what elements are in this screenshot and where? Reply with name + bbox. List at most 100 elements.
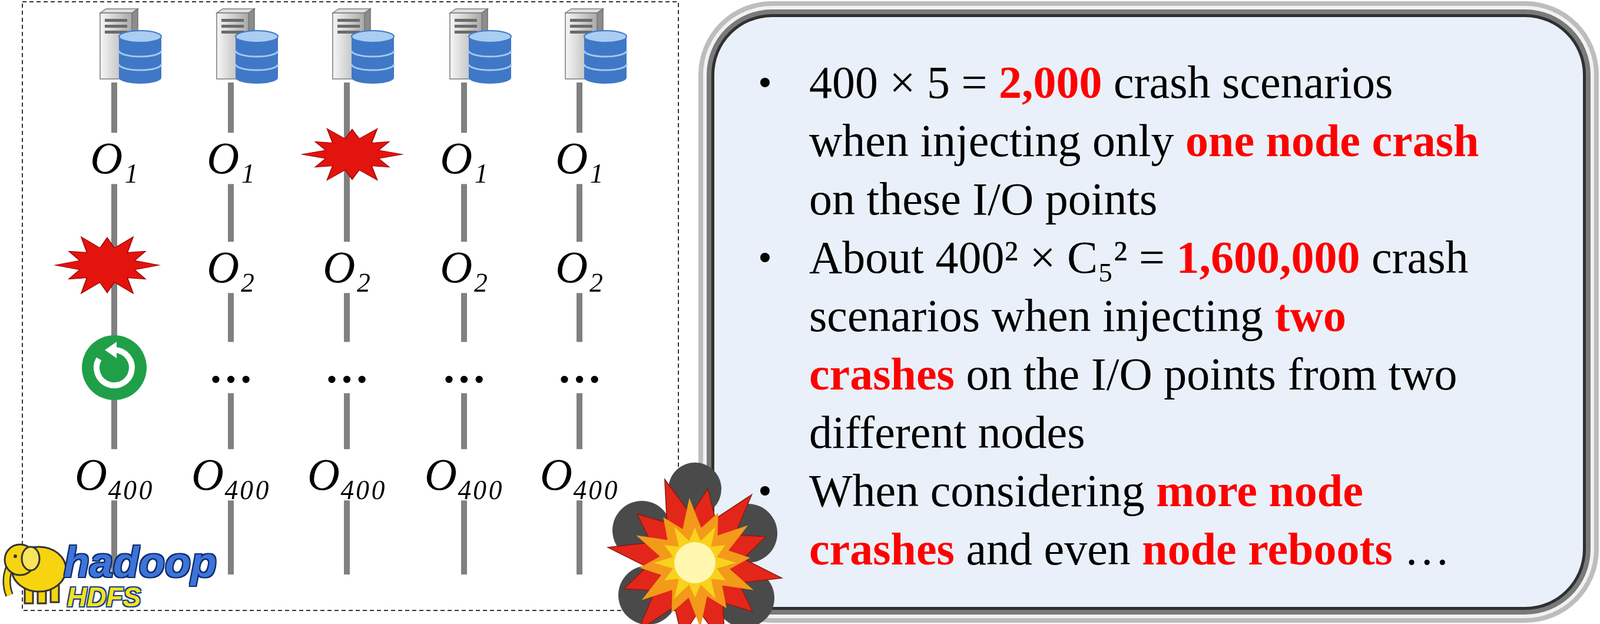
node-timelines [114, 82, 580, 575]
text-run: … [1403, 522, 1450, 575]
explosion-middle [612, 484, 778, 624]
io-point-label: O₄₀₀ [67, 448, 161, 500]
io-point-label: O₄₀₀ [184, 448, 278, 500]
bullet-dot [760, 252, 770, 263]
text-run: when [991, 289, 1092, 341]
text-run: even [1044, 522, 1131, 575]
panel-frame [698, 1, 1599, 623]
text-run [954, 522, 967, 575]
text-run: more [1155, 464, 1258, 516]
hdfs-logo-text: HDFS [67, 582, 141, 611]
explosion-inner [653, 526, 737, 599]
text-run [1236, 522, 1249, 575]
text-run: scenarios [1221, 56, 1393, 108]
text-run: points [1045, 173, 1158, 225]
server-icon [100, 8, 162, 84]
text-run [1011, 348, 1024, 400]
text-run: = [961, 56, 988, 108]
text-run [1360, 231, 1373, 283]
text-run: points [1163, 348, 1277, 400]
text-run [1018, 231, 1030, 283]
server-icon [332, 8, 394, 84]
hadoop-elephant [4, 544, 66, 604]
crash-star [302, 128, 403, 181]
ellipsis-label: … [550, 341, 609, 393]
text-run: crashes [809, 522, 955, 575]
text-run: when [809, 114, 909, 167]
text-run [949, 56, 962, 108]
text-run [855, 173, 867, 225]
io-point-label: O₁ [548, 132, 611, 184]
text-run: considering [930, 464, 1145, 516]
ellipsis-label: … [434, 341, 494, 393]
text-run [1080, 114, 1093, 167]
text-run: the [1023, 348, 1080, 400]
crash-star [55, 236, 159, 294]
text-run [1091, 289, 1103, 341]
text-run [1130, 522, 1143, 575]
reboot-icon [81, 335, 147, 400]
text-run: C₅² [1067, 231, 1128, 283]
text-run: one [1185, 114, 1255, 167]
server-icon [216, 8, 278, 84]
text-run: two [1388, 348, 1458, 400]
bullet-list: 400 × 5 = 2,000 crash scenarios when inj… [809, 52, 1496, 578]
text-run: crashes [809, 348, 955, 400]
text-run: 400 [809, 56, 879, 108]
text-run: 1,600,000 [1176, 231, 1361, 283]
text-run [1127, 231, 1140, 283]
text-run [1360, 114, 1373, 167]
text-run: nodes [978, 406, 1086, 458]
text-run: 2,000 [998, 56, 1103, 108]
cluster-boundary [22, 1, 679, 611]
io-point-label: O₁ [83, 132, 145, 184]
text-run [1055, 231, 1068, 283]
text-run: scenarios [809, 289, 980, 341]
text-run [1257, 464, 1270, 516]
bullet-dot [760, 485, 770, 496]
ellipsis-label: … [317, 341, 377, 393]
text-run [918, 464, 931, 516]
text-run: injecting [1102, 289, 1264, 341]
text-run: I/O [972, 173, 1034, 225]
text-run [961, 173, 973, 225]
text-run: node [1266, 114, 1361, 167]
io-point-label: O₂ [432, 241, 495, 293]
text-run: on [965, 348, 1012, 400]
text-run: × [1029, 231, 1056, 283]
text-run [1174, 114, 1187, 167]
text-run [1254, 114, 1267, 167]
text-run [908, 114, 921, 167]
bullet-dot [760, 77, 770, 88]
text-run [1079, 348, 1092, 400]
text-run: About [809, 231, 924, 283]
text-run [1376, 348, 1389, 400]
text-run: and [965, 522, 1033, 575]
io-point-label: O₂ [548, 241, 611, 293]
server-icon [449, 8, 512, 84]
text-run [915, 56, 928, 108]
text-run: only [1092, 114, 1175, 167]
text-run: I/O [1091, 348, 1153, 400]
text-run [1033, 173, 1046, 225]
io-point-label: O₄₀₀ [300, 448, 394, 500]
hadoop-logo-text: hadoop [63, 540, 217, 583]
io-point-label: O₄₀₀ [417, 448, 511, 500]
text-run: node [1268, 464, 1363, 516]
text-run [966, 406, 979, 458]
text-run [954, 348, 967, 400]
io-point-label: O₄₀₀ [532, 448, 626, 500]
text-run: crash [1371, 114, 1479, 167]
text-run: node [1141, 522, 1237, 575]
text-run: × [889, 56, 916, 108]
text-run: these [866, 173, 962, 225]
text-run [1144, 464, 1157, 516]
text-run: crash [1371, 231, 1469, 283]
text-run: When [809, 464, 919, 516]
crash-scenario-panel: 400 × 5 = 2,000 crash scenarios when inj… [714, 17, 1583, 607]
text-run [923, 231, 936, 283]
io-point-label: O₂ [315, 241, 378, 293]
text-run: reboots [1247, 522, 1393, 575]
text-run: 5 [926, 56, 950, 108]
